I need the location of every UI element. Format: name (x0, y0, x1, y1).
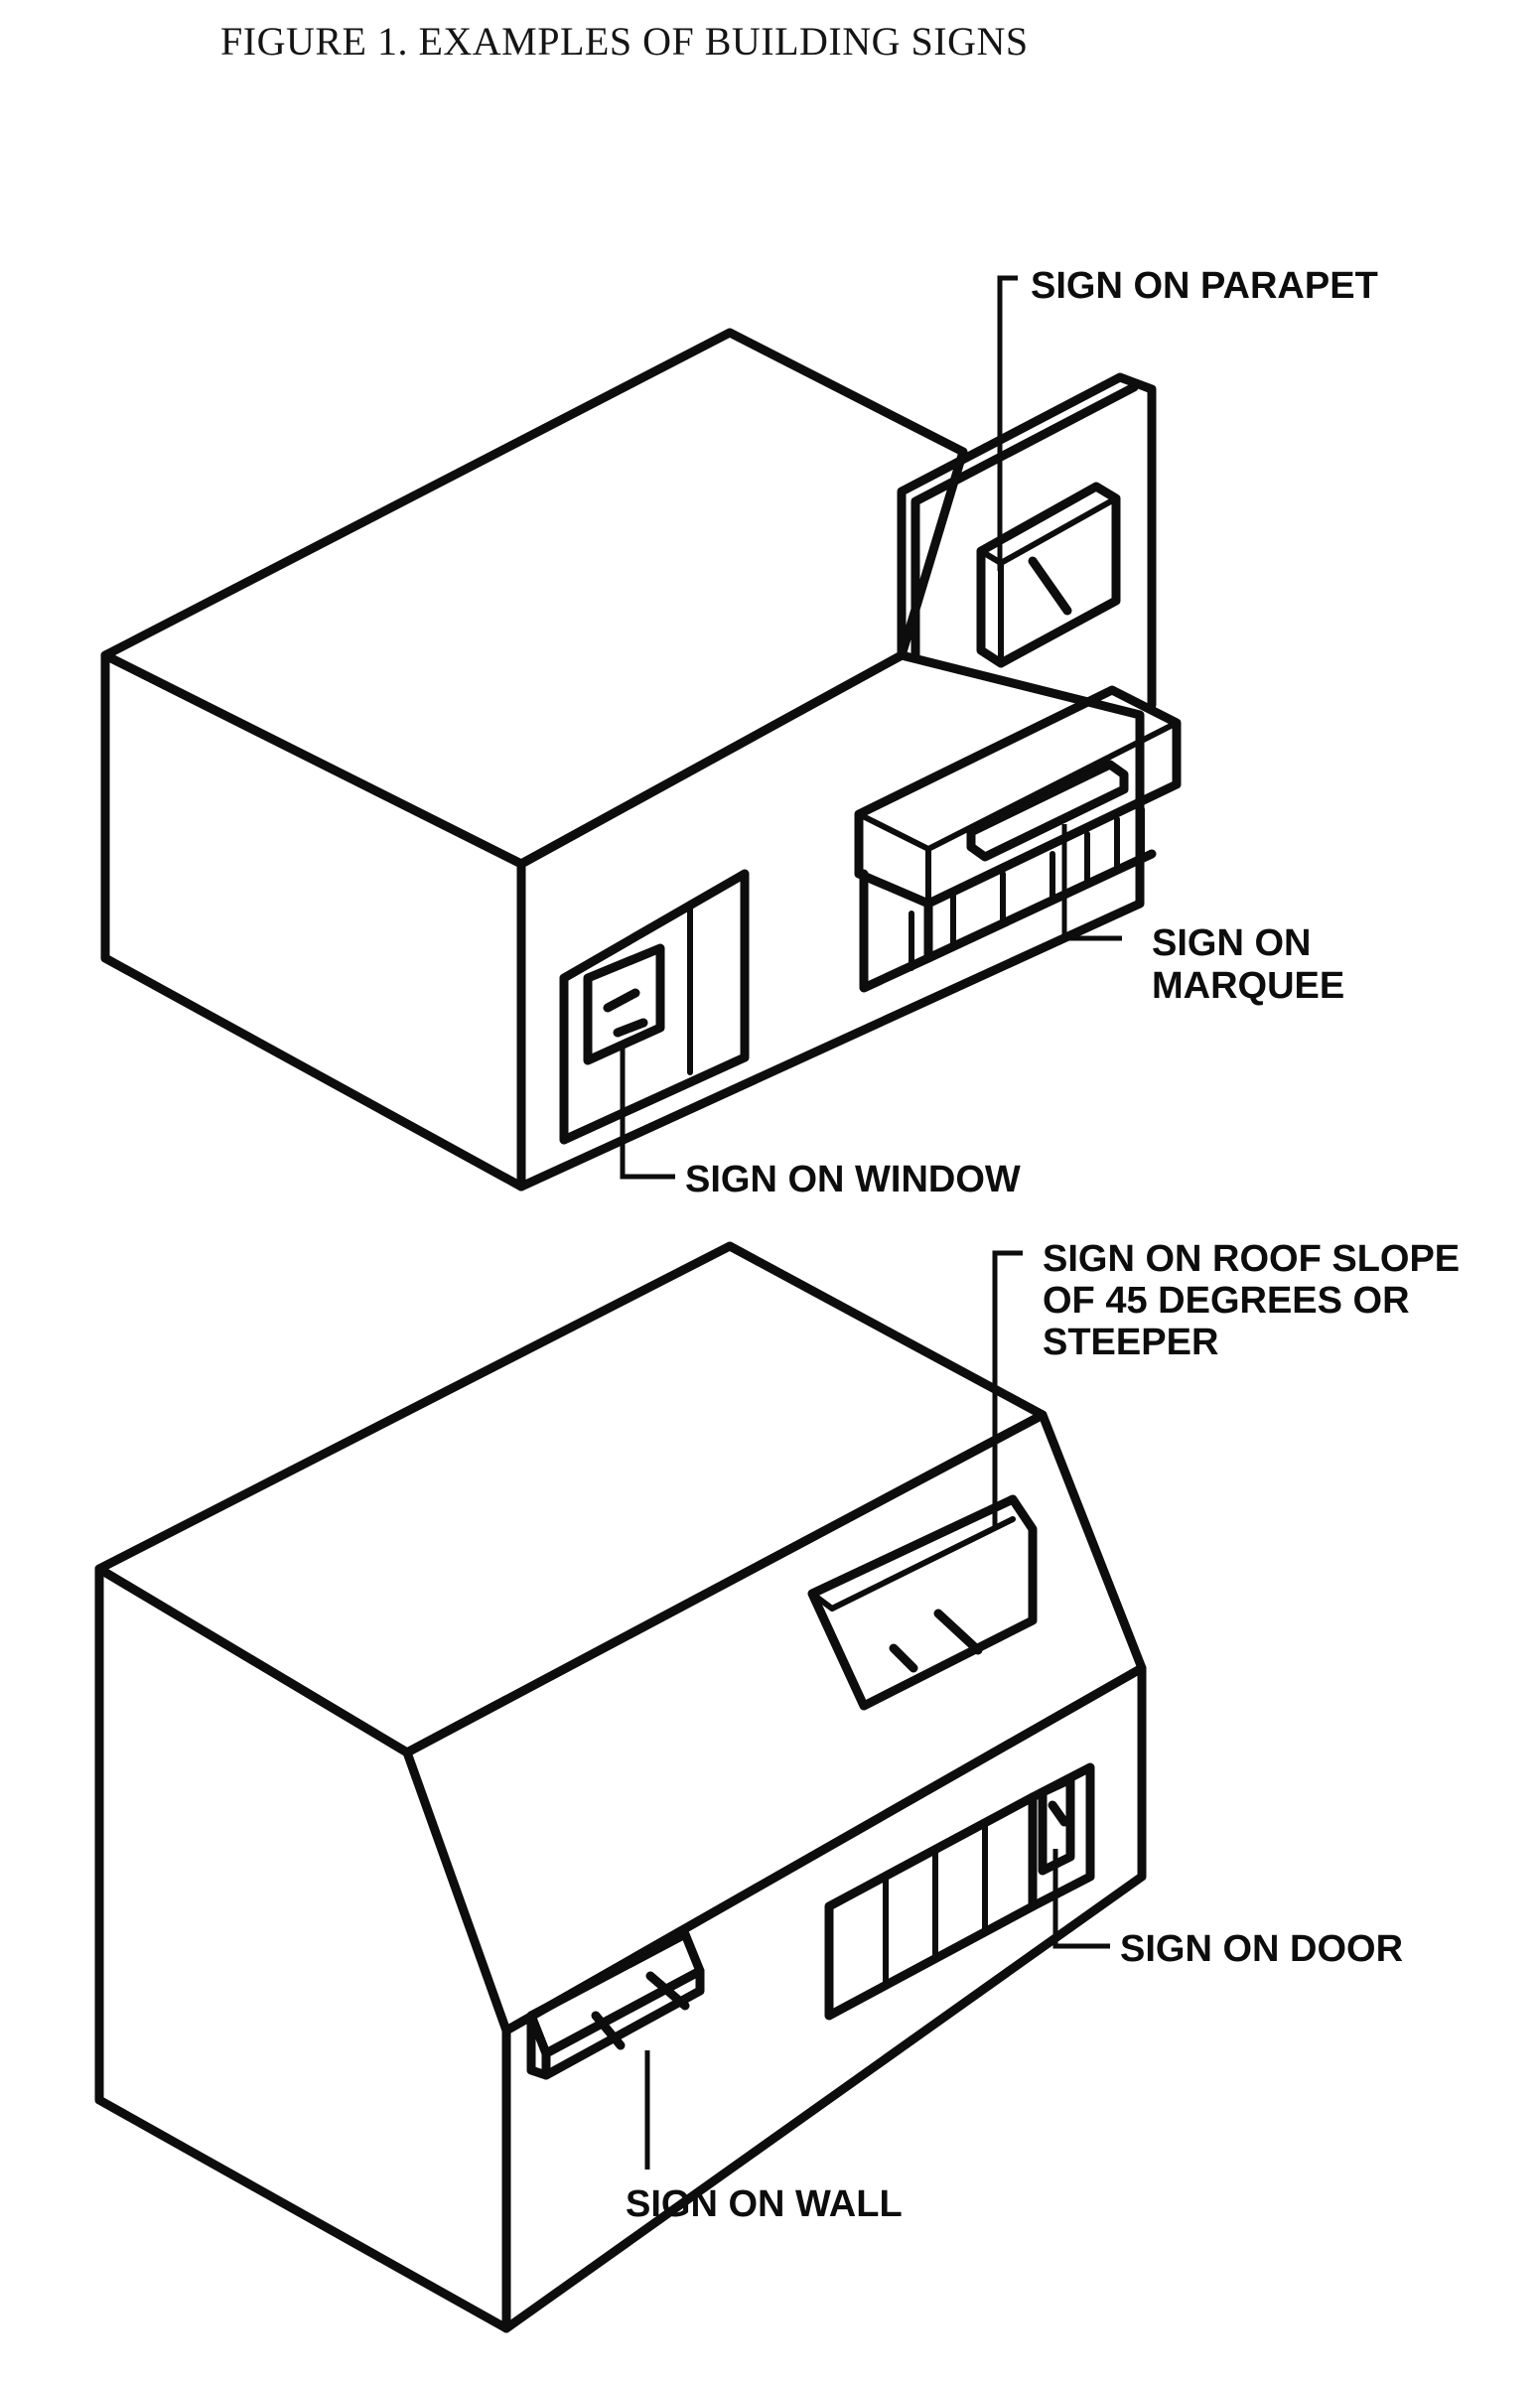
sloped-roof-building (94, 1241, 1147, 2333)
label-roof-line3: STEEPER (1043, 1322, 1218, 1363)
flat-roof (100, 328, 968, 869)
window (559, 869, 750, 1145)
sloped-front-roof (402, 1410, 1147, 2035)
window-leader (620, 1045, 675, 1180)
door-leader (1052, 1849, 1110, 1949)
parapet-leader (997, 275, 1018, 571)
label-marquee-line1: SIGN ON (1152, 922, 1311, 964)
wall-sign (526, 1929, 705, 2080)
label-roof-line1: SIGN ON ROOF SLOPE (1043, 1238, 1460, 1280)
label-window: SIGN ON WINDOW (685, 1159, 1021, 1200)
label-parapet: SIGN ON PARAPET (1031, 265, 1378, 307)
parapet (897, 372, 1157, 710)
upper-roof (94, 1241, 1048, 1757)
door-sign (1038, 1774, 1075, 1876)
label-wall: SIGN ON WALL (626, 2183, 903, 2225)
front-wall (501, 1663, 1147, 2333)
building-front-face (516, 650, 1145, 1192)
label-roof-line2: OF 45 DEGREES OR (1043, 1280, 1410, 1322)
roof-sign-leader (992, 1250, 1023, 1529)
marquee-leader (1061, 824, 1122, 941)
building-left-face (100, 650, 526, 1192)
flat-roof-building (100, 328, 1145, 1192)
label-marquee-line2: MARQUEE (1152, 965, 1344, 1007)
door (1028, 1762, 1095, 1911)
figure-title: FIGURE 1. EXAMPLES OF BUILDING SIGNS (220, 19, 1029, 64)
parapet-sign (976, 482, 1121, 668)
roof-slope-sign (807, 1494, 1038, 1711)
label-door: SIGN ON DOOR (1120, 1928, 1403, 1970)
window-sign (583, 943, 665, 1065)
marquee-sign (966, 760, 1129, 862)
marquee (854, 685, 1182, 993)
building-left-face-2 (94, 1564, 511, 2333)
